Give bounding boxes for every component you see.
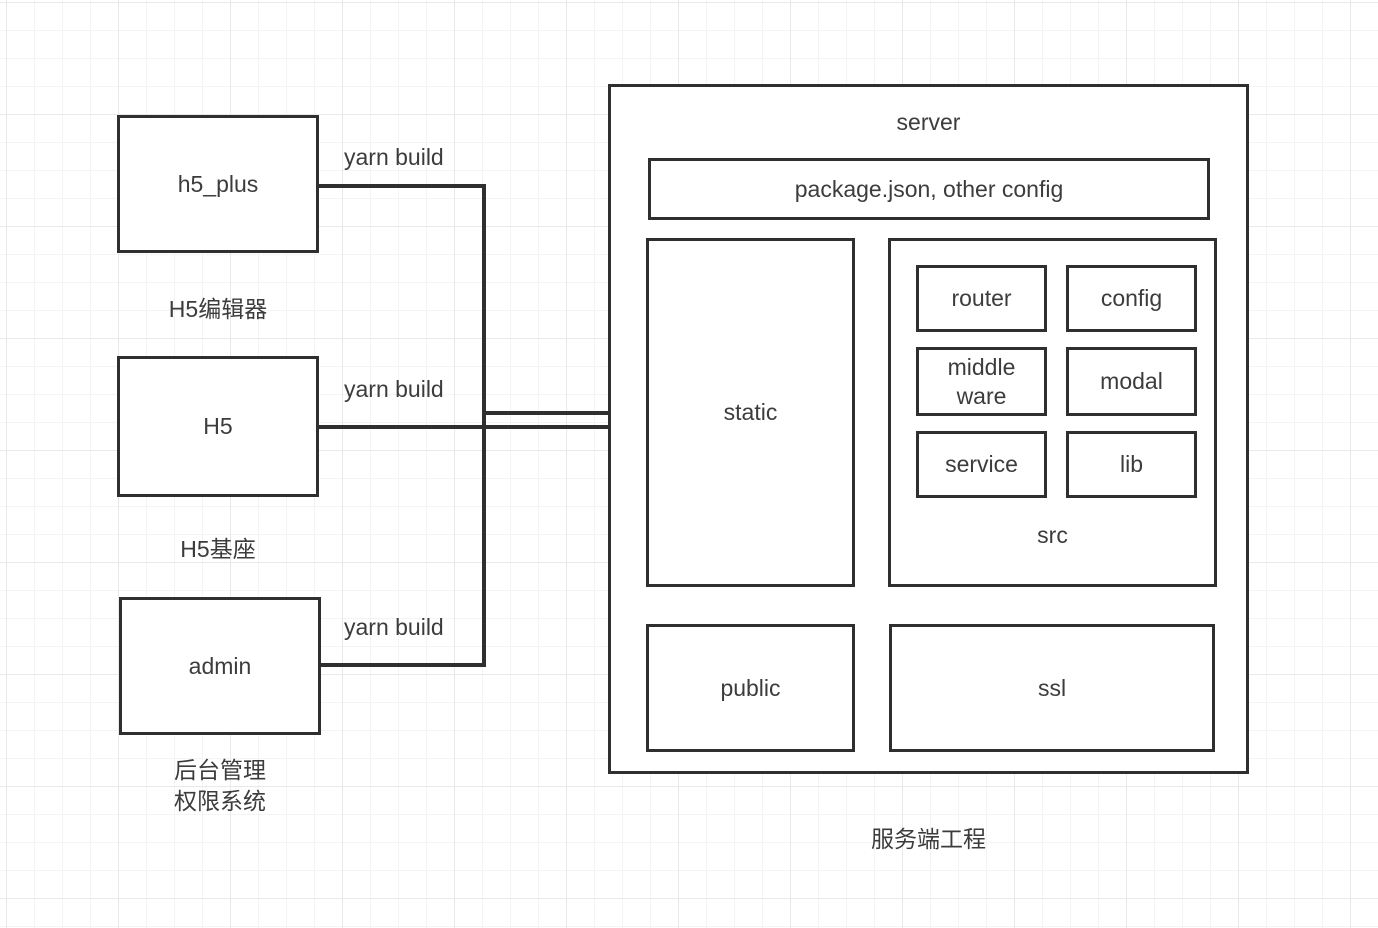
src-module-config-label: config [1100,285,1163,312]
src-module-lib[interactable]: lib [1066,431,1197,498]
src-module-router-label: router [951,285,1012,312]
src-module-service-label: service [945,451,1018,478]
caption-h5: H5基座 [180,536,256,562]
static-box[interactable]: static [646,238,855,587]
node-h5-label: H5 [203,413,233,440]
edge-label-h5-plus: yarn build [344,144,444,170]
node-admin-label: admin [188,652,252,679]
caption-server: 服务端工程 [871,826,986,852]
src-module-middleware-label: middle ware [947,353,1016,409]
src-module-middleware[interactable]: middle ware [916,347,1047,416]
node-h5[interactable]: H5 [117,356,319,497]
caption-admin: 后台管理 权限系统 [174,757,266,815]
public-box[interactable]: public [646,624,855,752]
node-h5-plus[interactable]: h5_plus [117,115,319,253]
server-container[interactable]: server package.json, other config static… [608,84,1249,774]
edge-label-h5: yarn build [344,376,444,402]
src-module-config[interactable]: config [1066,265,1197,332]
server-config-box[interactable]: package.json, other config [648,158,1210,220]
src-module-modal-label: modal [1100,368,1163,395]
src-module-lib-label: lib [1119,451,1143,478]
static-label: static [723,399,778,426]
server-config-label: package.json, other config [794,175,1064,202]
edge-label-admin: yarn build [344,614,444,640]
src-module-router[interactable]: router [916,265,1047,332]
ssl-box[interactable]: ssl [889,624,1215,752]
node-admin[interactable]: admin [119,597,321,735]
caption-h5-plus: H5编辑器 [168,296,268,322]
src-module-service[interactable]: service [916,431,1047,498]
server-title: server [896,109,961,135]
src-container[interactable]: router config middle ware modal service … [888,238,1217,587]
src-module-modal[interactable]: modal [1066,347,1197,416]
node-h5-plus-label: h5_plus [177,170,259,197]
public-label: public [720,674,781,701]
ssl-label: ssl [1037,674,1067,701]
src-title: src [1037,522,1068,548]
